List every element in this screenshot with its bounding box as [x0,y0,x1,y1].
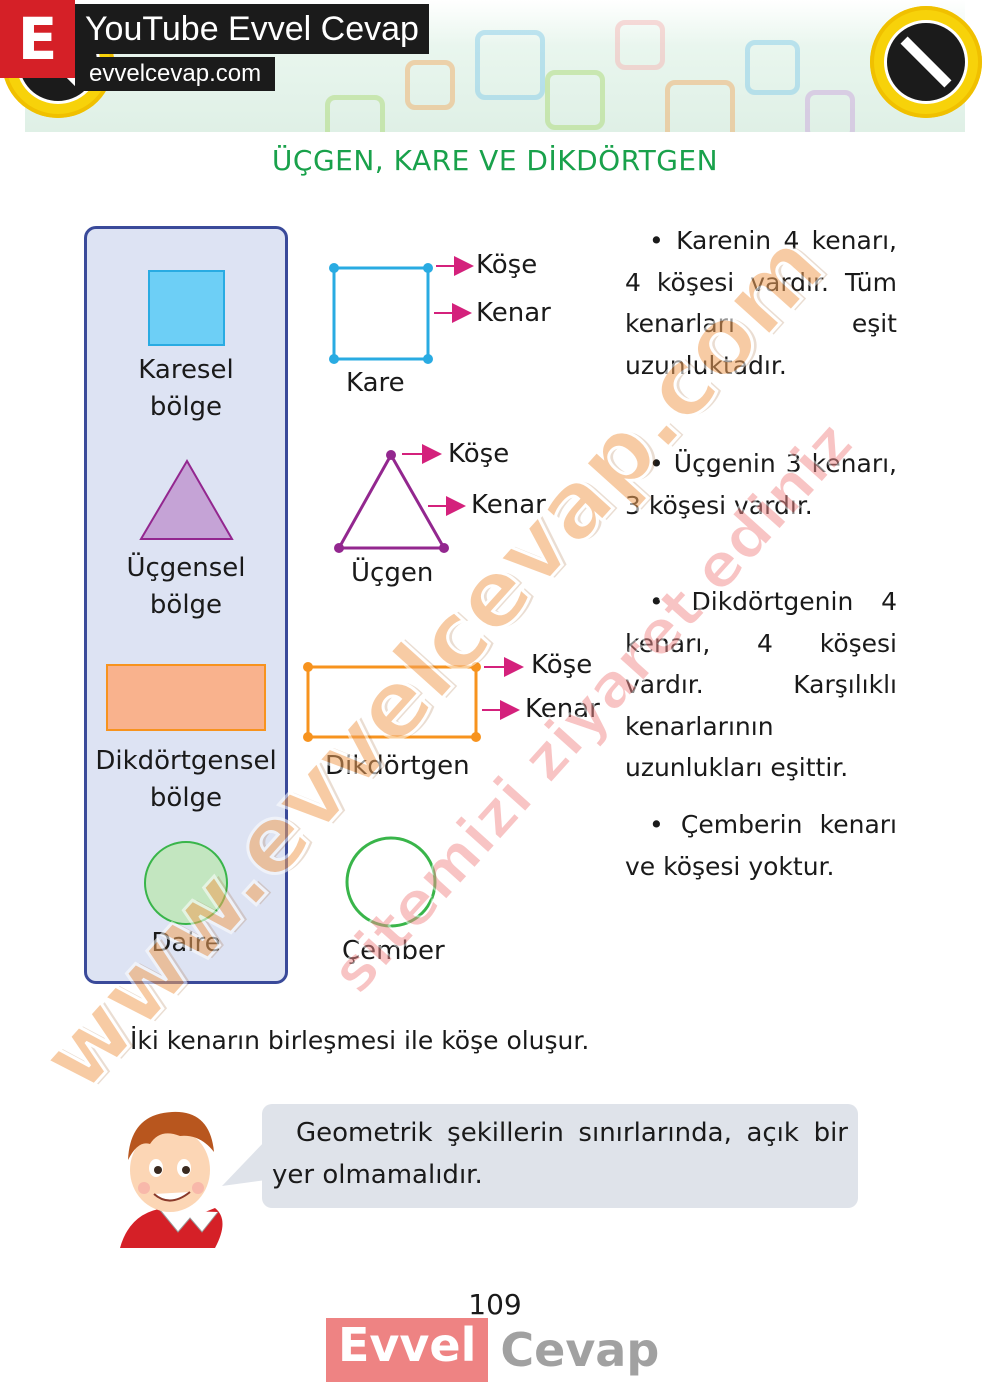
bubble-tail [222,1140,266,1186]
regions-shapes [106,270,266,925]
boy-cheek [192,1182,204,1194]
square-vertex [423,354,433,364]
square-vertex [423,263,433,273]
site-url[interactable]: evvelcevap.com [75,57,276,91]
region-label-disc: Daire [86,925,286,962]
page-number: 109 [468,1288,522,1321]
square-corner-label: Köşe [476,250,538,280]
decor-square [745,40,800,95]
decor-square [615,20,665,70]
rectangle-edge-label: Kenar [525,694,600,724]
decor-square [665,80,735,132]
brand-logo[interactable]: E [0,0,75,78]
triangle-corner-label: Köşe [448,439,510,469]
decor-square [325,95,385,132]
region-label-line: Dikdörtgensel [95,746,277,776]
boy-pupil [154,1166,162,1174]
disc-region-shape [144,841,228,925]
decor-square [545,70,605,130]
triangle-name: Üçgen [351,558,434,588]
rectangle-vertex [303,662,313,672]
triangle-outline [336,451,447,550]
rectangle-corner-label: Köşe [531,650,593,680]
square-name: Kare [346,368,405,398]
triangle-description: • Üçgenin 3 kenarı, 3 köşesi vardır. [625,449,897,520]
triangle-vertex [439,543,449,553]
circle-description: • Çemberin kenarı ve köşesi yoktur. [625,810,897,881]
region-label-rectangle: Dikdörtgensel bölge [86,743,286,817]
square-vertex [329,263,339,273]
boy-hair [128,1111,214,1160]
decor-square [405,60,455,110]
footer-logo-part1: Evvel [326,1318,489,1382]
decor-square [805,90,855,132]
square-description: • Karenin 4 kenarı, 4 köşesi vardır. Tüm… [625,226,897,380]
triangle-vertex [386,450,396,460]
square-edge-label: Kenar [476,298,551,328]
rectangle-vertex [303,732,313,742]
region-label-line: bölge [149,590,223,620]
boy-smile [153,1191,191,1202]
circle-name: Çember [342,936,445,966]
triangle-edge-label: Kenar [471,490,546,520]
triangle-vertex [334,543,344,553]
rectangle-description: • Dikdörtgenin 4 kenarı, 4 köşesi vardır… [625,587,897,782]
square-vertex [329,354,339,364]
region-label-line: bölge [149,392,223,422]
triangle-region-shape [139,459,234,540]
channel-title[interactable]: YouTube Evvel Cevap [75,4,429,54]
rectangle-region-shape [106,664,266,731]
region-label-line: Üçgensel [126,553,246,583]
corner-note: İki kenarın birleşmesi ile köşe oluşur. [130,1026,590,1055]
footer-logo-part2: Cevap [500,1323,660,1377]
boy-pupil [182,1166,190,1174]
rectangle-outline [306,665,478,739]
rectangle-name: Dikdörtgen [325,751,470,781]
region-label-line: Karesel [138,355,234,385]
decor-square [475,30,545,100]
page-title: ÜÇGEN, KARE VE DİKDÖRTGEN [271,144,719,177]
abbyy-seal-inner [884,20,968,104]
no-sign-icon [900,36,952,88]
square-region-shape [148,270,225,346]
region-label-square: Karesel bölge [86,352,286,426]
rectangle-vertex [471,662,481,672]
footer-logo[interactable]: Evvel Cevap [326,1318,671,1382]
outline-shapes [303,256,524,928]
region-label-line: bölge [149,783,223,813]
region-label-line: Daire [151,928,221,958]
region-label-triangle: Üçgensel bölge [86,550,286,624]
rectangle-vertex [471,732,481,742]
boy-illustration [120,1111,223,1248]
square-outline [332,266,430,361]
boy-face [130,1128,210,1212]
boy-cheek [138,1182,150,1194]
circle-outline [345,836,437,928]
speech-bubble-text: Geometrik şekillerin sınırlarında, açık … [272,1118,848,1190]
abbyy-seal-right[interactable] [870,6,982,118]
speech-bubble [262,1104,858,1208]
boy-collar [159,1209,219,1233]
